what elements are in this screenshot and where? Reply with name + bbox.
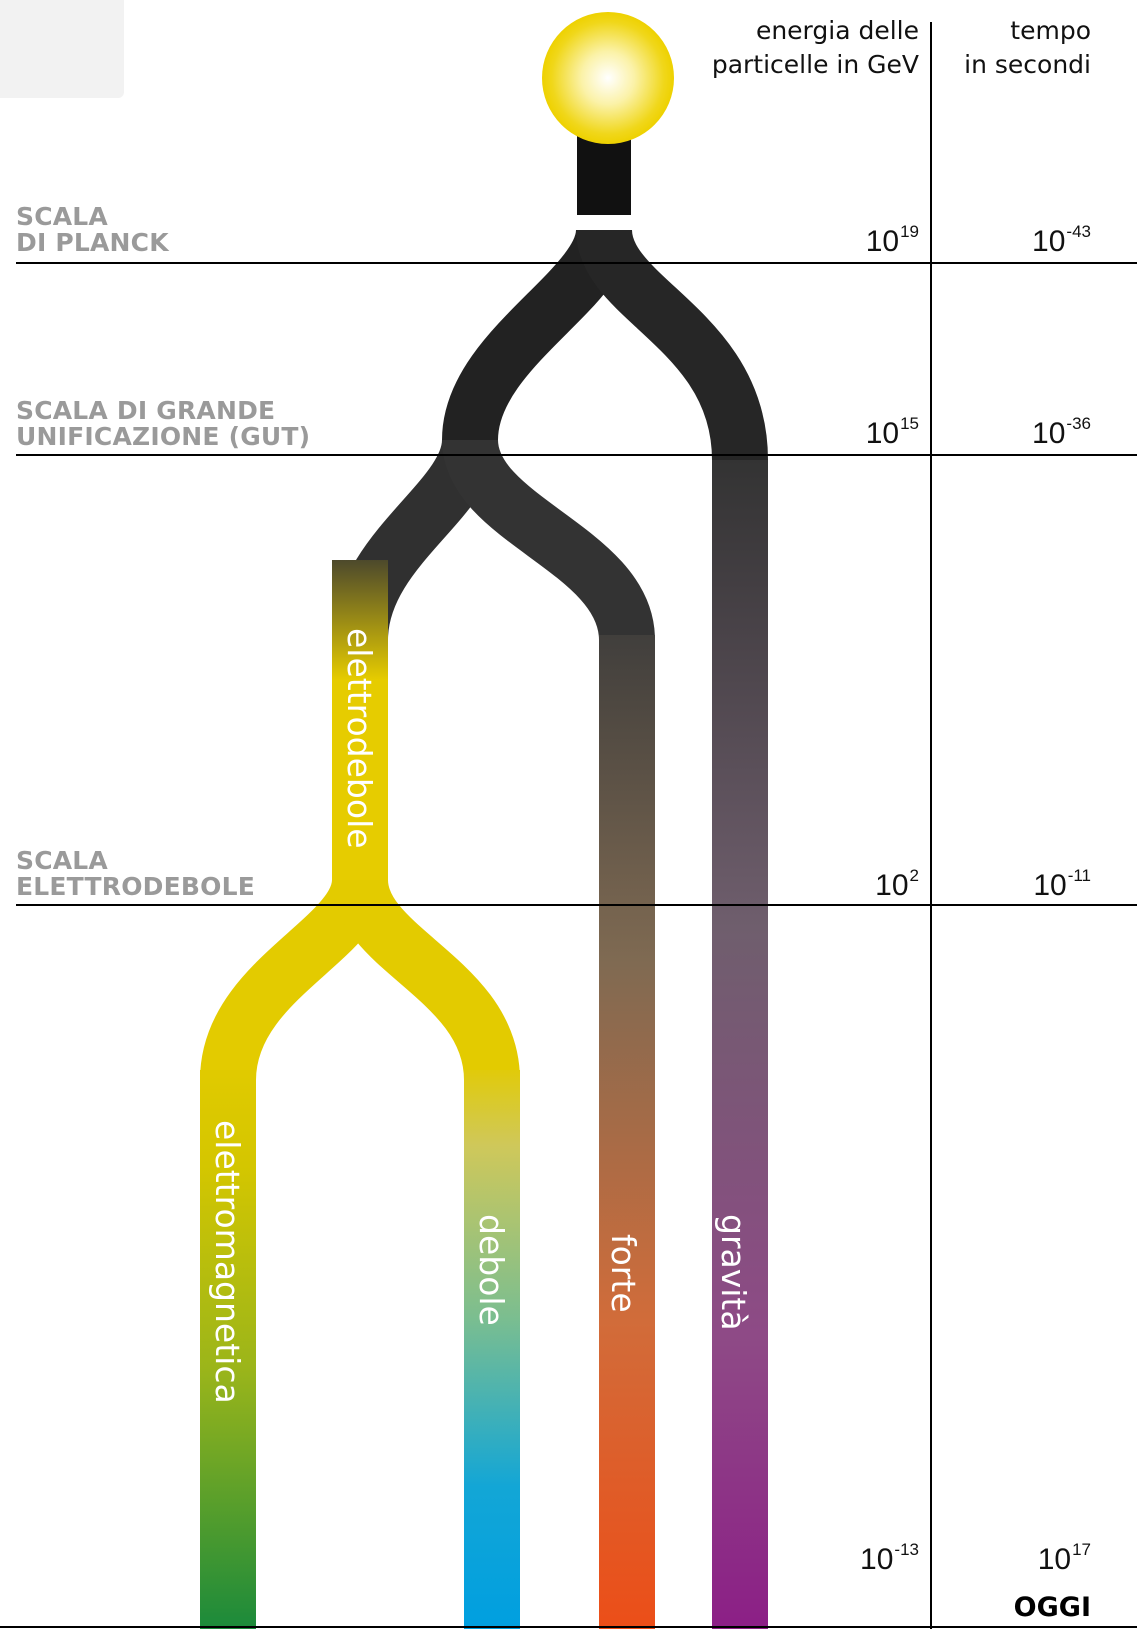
label-electromagnetic: elettromagnetica bbox=[208, 1120, 247, 1404]
gut-energy-value: 1015 bbox=[865, 414, 919, 450]
energy-header-line2: particelle in GeV bbox=[711, 50, 919, 79]
label-weak: debole bbox=[472, 1214, 511, 1326]
gut-label-line2: UNIFICAZIONE (GUT) bbox=[16, 422, 311, 451]
label-electroweak: elettrodebole bbox=[340, 628, 379, 849]
label-strong: forte bbox=[604, 1234, 643, 1313]
branch-gravity-upper bbox=[576, 227, 768, 462]
today-time-value: 1017 bbox=[1037, 1540, 1091, 1576]
electroweak-energy-value: 102 bbox=[875, 866, 919, 902]
energy-header-line1: energia delle bbox=[755, 16, 919, 45]
gut-label-line1: SCALA DI GRANDE bbox=[16, 396, 276, 425]
planck-scale-label: SCALA DI PLANCK bbox=[16, 204, 169, 256]
force-branches bbox=[200, 135, 768, 1629]
planck-energy-value: 1019 bbox=[865, 222, 919, 258]
planck-label-line1: SCALA bbox=[16, 202, 108, 231]
label-gravity: gravità bbox=[714, 1214, 753, 1331]
planck-label-line2: DI PLANCK bbox=[16, 228, 169, 257]
electroweak-time-value: 10-11 bbox=[1033, 866, 1091, 902]
electroweak-label-line2: ELETTRODEBOLE bbox=[16, 872, 256, 901]
planck-time-value: 10-43 bbox=[1032, 222, 1091, 258]
branch-ew-to-weak bbox=[332, 877, 520, 1082]
time-header-line2: in secondi bbox=[964, 50, 1091, 79]
gut-time-value: 10-36 bbox=[1032, 414, 1091, 450]
big-bang-sun bbox=[542, 12, 674, 144]
time-header-line1: tempo bbox=[1010, 16, 1091, 45]
electroweak-label-line1: SCALA bbox=[16, 846, 108, 875]
today-label: OGGI bbox=[1013, 1592, 1091, 1623]
gut-scale-label: SCALA DI GRANDE UNIFICAZIONE (GUT) bbox=[16, 398, 310, 450]
energy-column-header: energia delle particelle in GeV bbox=[712, 14, 919, 82]
branch-gut-strong bbox=[442, 437, 655, 643]
corner-tab bbox=[0, 0, 124, 98]
time-column-header: tempo in secondi bbox=[964, 14, 1091, 82]
electroweak-scale-label: SCALA ELETTRODEBOLE bbox=[16, 848, 255, 900]
today-energy-value: 10-13 bbox=[860, 1540, 919, 1576]
